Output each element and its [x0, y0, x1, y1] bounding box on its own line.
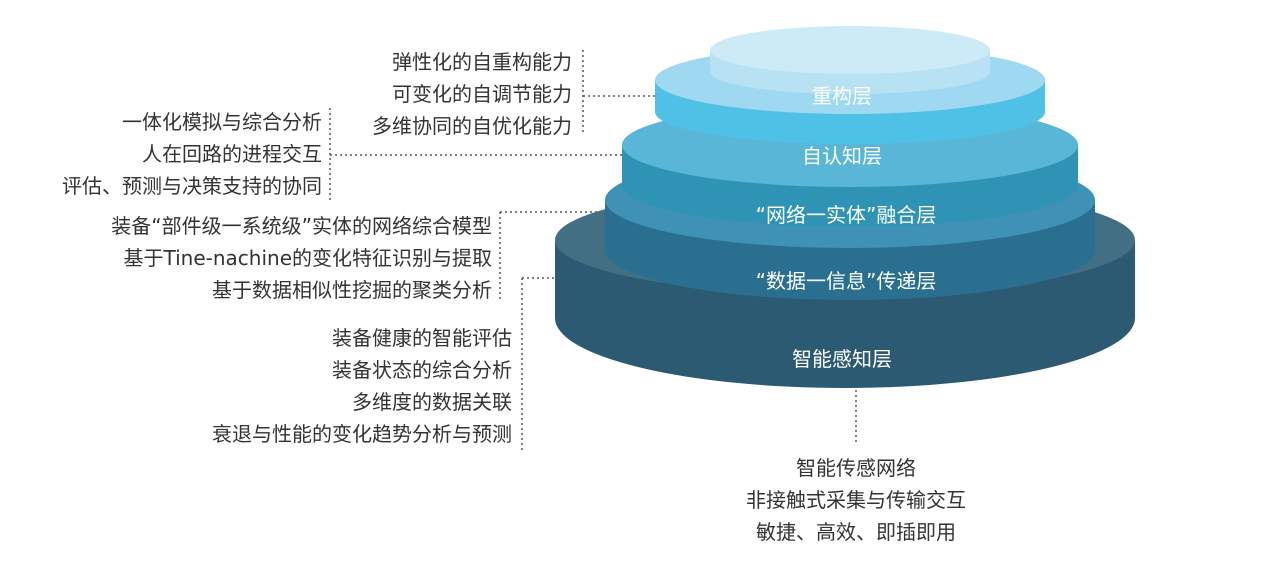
annotation-line: 评估、预测与决策支持的协同	[62, 174, 322, 198]
annotation-line: 多维协同的自优化能力	[372, 114, 572, 138]
layer-label-perception: 智能感知层	[792, 347, 892, 371]
layer-label-self-cognition: 自认知层	[802, 144, 882, 168]
layer-label-transmission: “数据一信息”传递层	[756, 269, 937, 293]
annotation-transmission: 装备健康的智能评估 装备状态的综合分析 多维度的数据关联 衰退与性能的变化趋势分…	[212, 322, 512, 450]
annotation-line: 衰退与性能的变化趋势分析与预测	[212, 422, 512, 446]
annotation-line: 一体化模拟与综合分析	[122, 110, 322, 134]
leader-line-transmission	[521, 277, 730, 450]
annotation-reconstruction: 弹性化的自重构能力 可变化的自调节能力 多维协同的自优化能力	[372, 46, 572, 142]
annotation-line: 非接触式采集与传输交互	[746, 488, 966, 512]
annotation-line: 敏捷、高效、即插即用	[756, 520, 956, 544]
layer-label-fusion: “网络一实体”融合层	[756, 203, 937, 227]
annotation-line: 多维度的数据关联	[352, 390, 512, 414]
annotation-perception: 智能传感网络 非接触式采集与传输交互 敏捷、高效、即插即用	[706, 452, 1006, 548]
annotation-self-cognition: 一体化模拟与综合分析 人在回路的进程交互 评估、预测与决策支持的协同	[62, 106, 322, 202]
annotation-line: 弹性化的自重构能力	[392, 50, 572, 74]
layer-reconstruction	[710, 26, 990, 94]
layer-label-reconstruction: 重构层	[812, 84, 872, 108]
annotation-line: 基于数据相似性挖掘的聚类分析	[212, 278, 492, 302]
annotation-line: 装备“部件级一系统级”实体的网络综合模型	[111, 214, 492, 238]
annotation-line: 装备状态的综合分析	[332, 358, 512, 382]
layer-reconstruction-top	[710, 26, 990, 74]
annotation-line: 基于Tine-nachine的变化特征识别与提取	[123, 246, 493, 270]
annotation-line: 装备健康的智能评估	[332, 326, 512, 350]
leader-line-self-cognition	[329, 108, 790, 200]
annotation-fusion: 装备“部件级一系统级”实体的网络综合模型 基于Tine-nachine的变化特征…	[111, 210, 492, 306]
annotation-line: 智能传感网络	[796, 456, 916, 480]
annotation-line: 可变化的自调节能力	[392, 82, 572, 106]
annotation-line: 人在回路的进程交互	[142, 142, 322, 166]
